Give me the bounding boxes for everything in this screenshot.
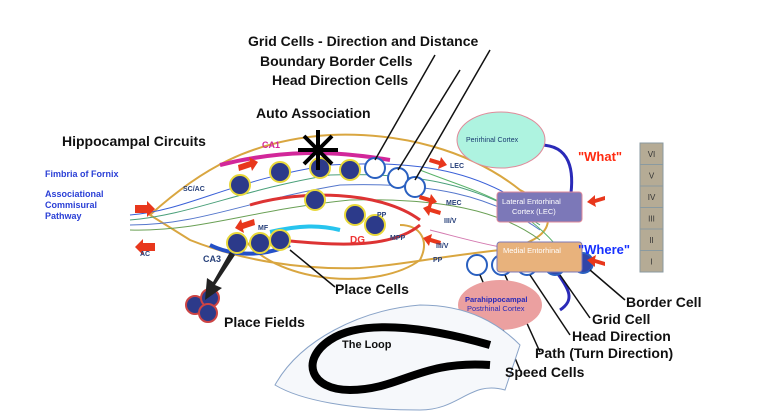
mec-box bbox=[496, 241, 583, 273]
what-label: "What" bbox=[578, 149, 622, 164]
parahippocampal-label: Parahippocampal bbox=[465, 295, 528, 304]
where-label: "Where" bbox=[578, 242, 630, 257]
lec-label: LEC bbox=[450, 163, 464, 170]
loop-inset bbox=[274, 304, 521, 411]
place-cells bbox=[226, 157, 386, 254]
commisural-label: Commisural bbox=[45, 200, 97, 210]
mec-label: MEC bbox=[446, 200, 462, 207]
grid-cells-direction-label: Grid Cells - Direction and Distance bbox=[248, 33, 478, 49]
layer-label-V: V bbox=[649, 172, 655, 181]
speed-cells-label: Speed Cells bbox=[505, 364, 585, 380]
auto-association-star-icon bbox=[298, 130, 338, 170]
pathway-label: Pathway bbox=[45, 211, 82, 221]
layer-label-IV: IV bbox=[648, 193, 656, 202]
dg-outline bbox=[244, 224, 425, 280]
lec-box-label-2: Cortex (LEC) bbox=[512, 207, 556, 216]
head-direction-cells-label: Head Direction Cells bbox=[272, 72, 408, 88]
layer-label-VI: VI bbox=[648, 150, 656, 159]
perirhinal-label: Perirhinal Cortex bbox=[466, 137, 519, 144]
layer-label-III: III bbox=[648, 215, 655, 224]
pp-label: PP bbox=[377, 212, 387, 219]
lec-box bbox=[496, 191, 583, 223]
lec-box-label-1: Lateral Entorhinal bbox=[502, 197, 561, 206]
place-cells-label: Place Cells bbox=[335, 281, 409, 297]
ca3-label: CA3 bbox=[203, 254, 221, 264]
scac-label: SC/AC bbox=[183, 186, 205, 193]
iiiv-label-1: III/V bbox=[444, 218, 457, 225]
grid-cell-label: Grid Cell bbox=[592, 311, 650, 327]
perirhinal-cortex-region bbox=[456, 111, 546, 169]
mpp-label: MPP bbox=[390, 235, 406, 242]
place-fields-arrow bbox=[205, 252, 235, 300]
iiiv-label-2: III/V bbox=[436, 243, 449, 250]
the-loop-label: The Loop bbox=[342, 339, 392, 351]
path-turn-direction-label: Path (Turn Direction) bbox=[535, 345, 673, 361]
page-title: Hippocampal Circuits bbox=[62, 133, 206, 149]
associational-label: Associational bbox=[45, 189, 104, 199]
loop-arrow bbox=[308, 323, 492, 395]
layer-cell bbox=[639, 250, 664, 273]
fiber-pathways bbox=[129, 143, 574, 312]
boundary-border-cells-label: Boundary Border Cells bbox=[260, 53, 413, 69]
mec-box-label: Medial Entorhinal bbox=[503, 246, 561, 255]
red-arrows bbox=[135, 157, 605, 267]
fimbria-label: Fimbria of Fornix bbox=[45, 169, 119, 179]
ac-label: AC bbox=[140, 251, 150, 258]
border-cell-label: Border Cell bbox=[626, 294, 701, 310]
place-fields-label: Place Fields bbox=[224, 314, 305, 330]
place-fields bbox=[185, 288, 220, 323]
ca1-label: CA1 bbox=[262, 140, 280, 150]
auto-association-label: Auto Association bbox=[256, 105, 371, 121]
layer-label-II: II bbox=[649, 236, 653, 245]
pp-label-2: PP bbox=[433, 257, 443, 264]
head-direction-label: Head Direction bbox=[572, 328, 671, 344]
dg-label: DG bbox=[350, 235, 365, 246]
layer-label-I: I bbox=[650, 258, 652, 267]
postrhinal-label: Postrhinal Cortex bbox=[467, 304, 525, 313]
mf-label: MF bbox=[258, 225, 269, 232]
